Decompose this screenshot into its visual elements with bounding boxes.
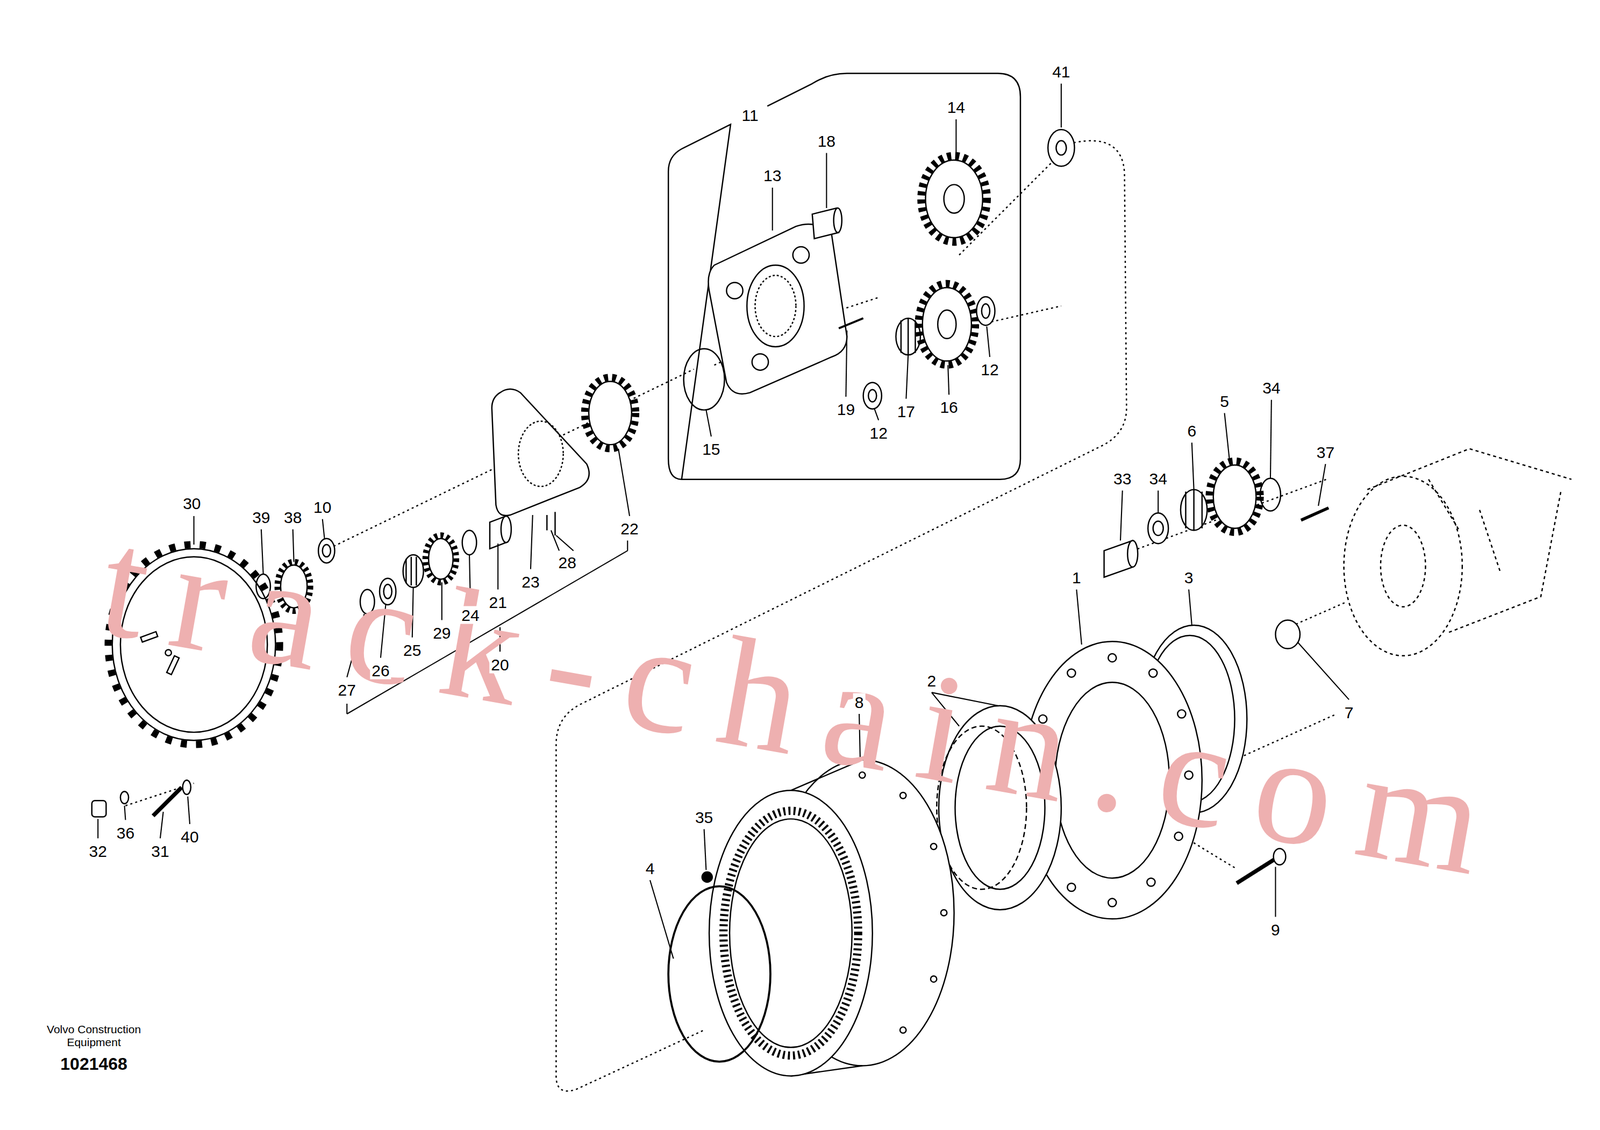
callout-number: 12 [867,423,889,442]
callout-number: 36 [115,823,137,842]
callout-number: 33 [1111,469,1133,488]
callout-number: 7 [1343,703,1356,721]
callout-number: 19 [835,400,857,419]
callout-number: 14 [945,98,967,117]
callout-number: 34 [1147,469,1169,488]
callout-number: 3 [1182,568,1196,587]
callout-number: 15 [700,440,722,459]
callout-number: 30 [181,494,203,512]
callout-number: 39 [250,508,272,527]
callout-number: 6 [1185,421,1198,440]
callout-number: 4 [644,859,657,878]
callout-number: 13 [761,166,783,185]
callout-number: 10 [311,498,333,517]
callout-number: 34 [1260,379,1282,397]
callout-number: 16 [938,398,960,417]
callout-number: 37 [1315,443,1337,461]
callout-number: 18 [816,131,838,150]
callout-number: 26 [369,661,391,680]
callout-number: 41 [1050,62,1072,81]
callout-number: 20 [489,655,511,674]
callout-number: 35 [693,808,715,827]
watermark: track-chain.com [90,503,1521,905]
callout-number: 23 [519,572,541,591]
callout-number: 17 [895,402,917,420]
callout-number: 32 [87,841,109,860]
callout-number: 40 [179,827,200,846]
group-outline [668,73,1021,480]
callout-number: 9 [1269,920,1282,939]
callout-number: 25 [401,641,423,660]
callout-number: 1 [1070,568,1083,587]
callout-number: 8 [853,693,866,711]
callout-number: 11 [739,106,760,125]
publisher-caption: Volvo Construction Equipment [32,1023,156,1048]
callout-number: 29 [431,623,453,642]
carrier-dotted [1344,448,1572,656]
callout-number: 28 [556,553,578,571]
callout-number: 5 [1218,391,1231,410]
callout-number: 12 [979,360,1000,379]
callout-number: 27 [336,681,358,699]
callout-number: 2 [925,671,938,690]
callout-number: 31 [149,841,171,860]
callout-number: 21 [487,593,509,611]
callout-number: 24 [459,606,481,625]
callout-number: 22 [618,519,640,538]
callout-number: 38 [282,508,304,527]
drawing-number: 1021468 [60,1054,128,1074]
